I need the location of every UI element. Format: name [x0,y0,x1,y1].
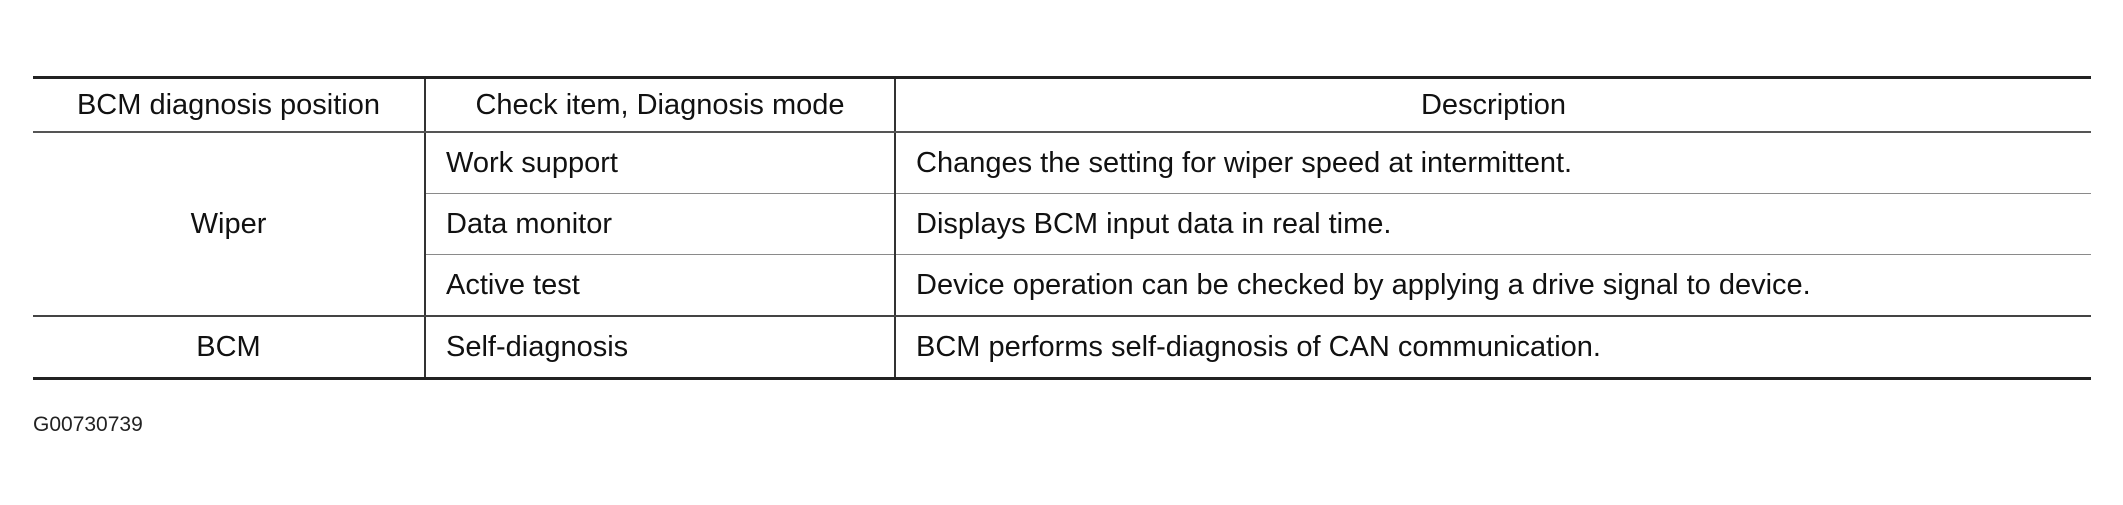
table-row: Wiper Work support Changes the setting f… [33,132,2091,317]
description-cell: Displays BCM input data in real time. [895,193,2091,255]
check-item-cell: Active test [425,254,896,317]
position-cell-wiper: Wiper [33,132,426,317]
table-row: BCM Self-diagnosis BCM performs self-dia… [33,316,2091,380]
check-item-cell: Self-diagnosis [425,316,896,380]
table-body: Wiper Work support Changes the setting f… [33,132,2091,380]
description-cell: Device operation can be checked by apply… [895,254,2091,317]
header-position: BCM diagnosis position [33,76,426,133]
description-cell: Changes the setting for wiper speed at i… [895,132,2091,194]
description-cell: BCM performs self-diagnosis of CAN commu… [895,316,2091,380]
header-description: Description [895,76,2091,133]
figure-id: G00730739 [33,413,143,436]
diagnosis-table: BCM diagnosis position Check item, Diagn… [33,76,2091,380]
table-header: BCM diagnosis position Check item, Diagn… [33,76,2091,133]
header-check-item: Check item, Diagnosis mode [425,76,896,133]
check-item-cell: Work support [425,132,896,194]
position-cell-bcm: BCM [33,316,426,380]
header-row: BCM diagnosis position Check item, Diagn… [33,76,2091,133]
check-item-cell: Data monitor [425,193,896,255]
table-row: Data monitor Displays BCM input data in … [33,193,2091,255]
table-row: Active test Device operation can be chec… [33,254,2091,317]
